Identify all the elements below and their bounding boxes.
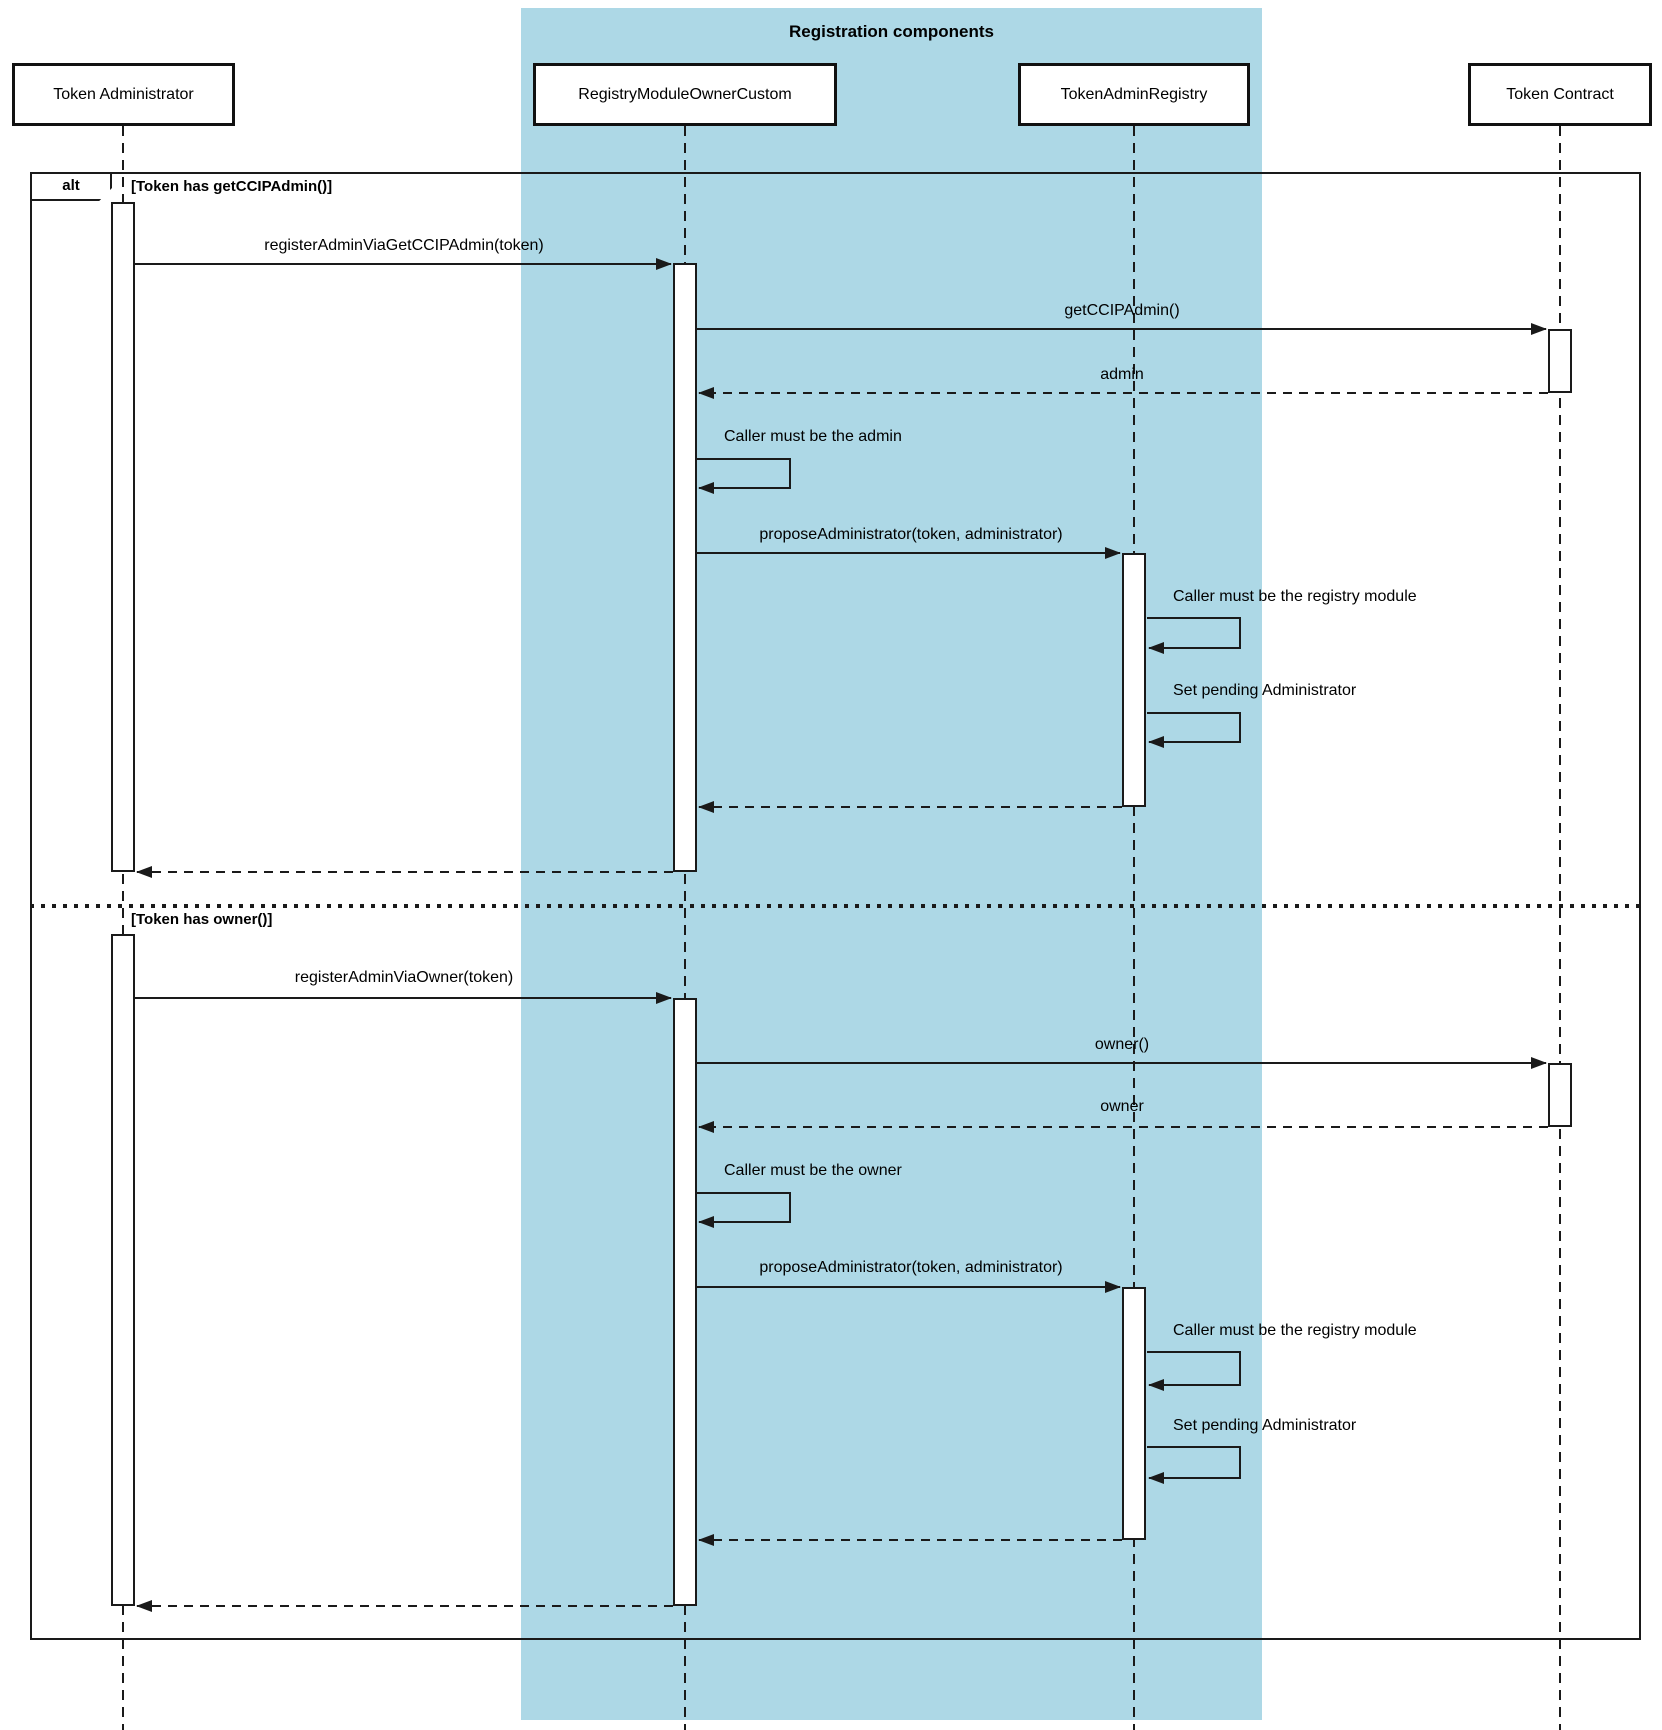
message-label-m4: Caller must be the admin — [724, 428, 902, 445]
activation-token-administrator-2 — [111, 934, 135, 1606]
message-label-m15: Caller must be the registry module — [1173, 1322, 1417, 1339]
group-title: Registration components — [789, 22, 994, 41]
participant-box-token-contract: Token Contract — [1468, 63, 1652, 126]
arrow-m6-self — [1147, 617, 1241, 654]
activation-token-contract-2 — [1548, 1063, 1572, 1127]
guard-token-has-owner: [Token has owner()] — [131, 911, 273, 928]
arrow-m7-self — [1147, 712, 1241, 748]
message-label-m6: Caller must be the registry module — [1173, 588, 1417, 605]
message-label-m5: proposeAdministrator(token, administrato… — [759, 526, 1063, 543]
participant-label: Token Administrator — [53, 85, 194, 103]
activation-token-contract-1 — [1548, 329, 1572, 393]
alt-operator-badge: alt — [32, 174, 112, 201]
activation-token-admin-registry-2 — [1122, 1287, 1146, 1540]
arrow-m16-self — [1147, 1446, 1241, 1484]
message-label-m13: Caller must be the owner — [724, 1162, 902, 1179]
message-label-m2: getCCIPAdmin() — [1064, 302, 1180, 319]
message-label-m11: owner() — [1094, 1036, 1150, 1053]
activation-token-admin-registry-1 — [1122, 553, 1146, 807]
message-label-m14: proposeAdministrator(token, administrato… — [759, 1259, 1063, 1276]
arrow-m4-self — [697, 458, 791, 494]
participant-label: TokenAdminRegistry — [1060, 85, 1208, 103]
arrow-m15-self — [1147, 1351, 1241, 1391]
alt-operator-label: alt — [62, 176, 80, 194]
activation-token-administrator-1 — [111, 202, 135, 872]
participant-box-registry-module-owner-custom: RegistryModuleOwnerCustom — [533, 63, 837, 126]
message-label-m12: owner — [1100, 1098, 1144, 1115]
message-label-m16: Set pending Administrator — [1173, 1417, 1357, 1434]
participant-label: RegistryModuleOwnerCustom — [578, 85, 792, 103]
arrow-m13-self — [697, 1192, 791, 1228]
activation-registry-module-1 — [673, 263, 697, 872]
participant-box-token-admin-registry: TokenAdminRegistry — [1018, 63, 1250, 126]
participant-label: Token Contract — [1506, 85, 1614, 103]
message-label-m3: admin — [1100, 366, 1144, 383]
participant-box-token-administrator: Token Administrator — [12, 63, 235, 126]
activation-registry-module-2 — [673, 998, 697, 1606]
message-label-m7: Set pending Administrator — [1173, 682, 1357, 699]
message-label-m1: registerAdminViaGetCCIPAdmin(token) — [264, 237, 544, 254]
message-label-m10: registerAdminViaOwner(token) — [294, 969, 514, 986]
guard-token-has-getccipadmin: [Token has getCCIPAdmin()] — [131, 178, 333, 195]
